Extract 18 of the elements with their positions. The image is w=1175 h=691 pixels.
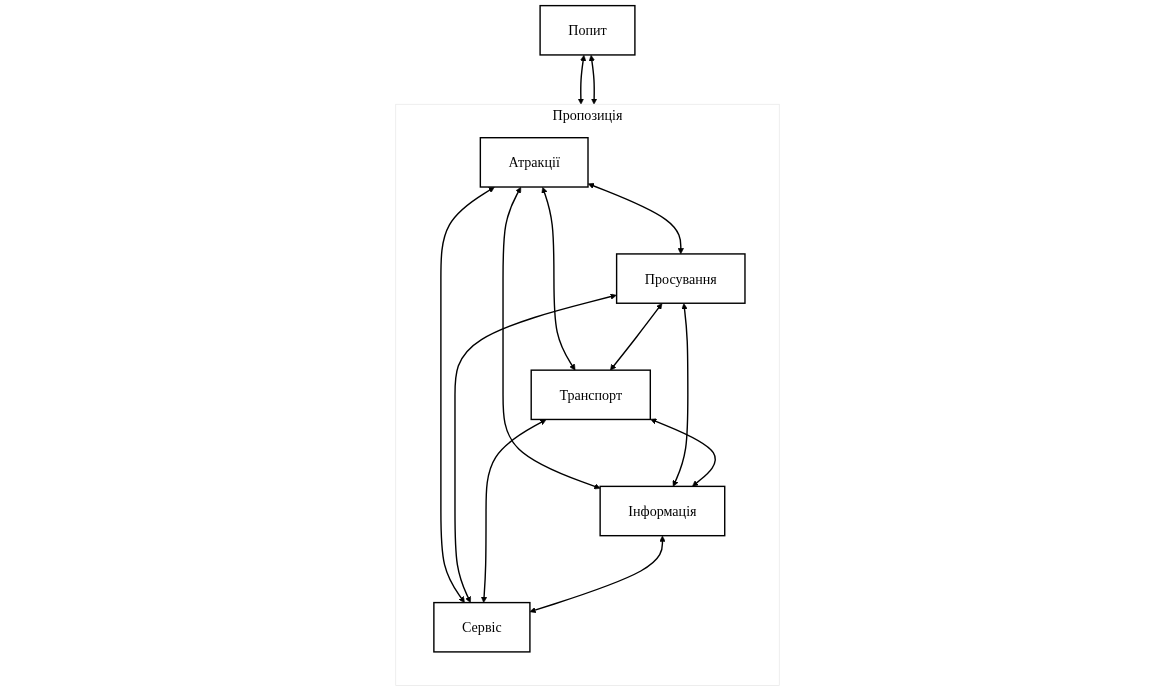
- arrow: [672, 303, 689, 487]
- node-box: Інформація: [599, 485, 726, 537]
- arrow: [577, 54, 587, 105]
- arrow: [440, 186, 495, 603]
- node-box: Транспорт: [530, 369, 651, 421]
- arrow: [454, 293, 617, 603]
- arrow: [529, 535, 666, 614]
- arrow: [588, 182, 684, 255]
- node-box: Сервіс: [433, 601, 531, 653]
- arrow: [610, 303, 663, 371]
- arrow: [541, 187, 576, 371]
- arrow: [502, 187, 601, 490]
- arrow: [588, 54, 598, 105]
- arrow: [650, 418, 716, 487]
- arrow: [480, 419, 547, 603]
- node-box: Атракції: [479, 137, 589, 188]
- node-box: Просування: [615, 253, 746, 304]
- node-box: Попит: [539, 4, 636, 56]
